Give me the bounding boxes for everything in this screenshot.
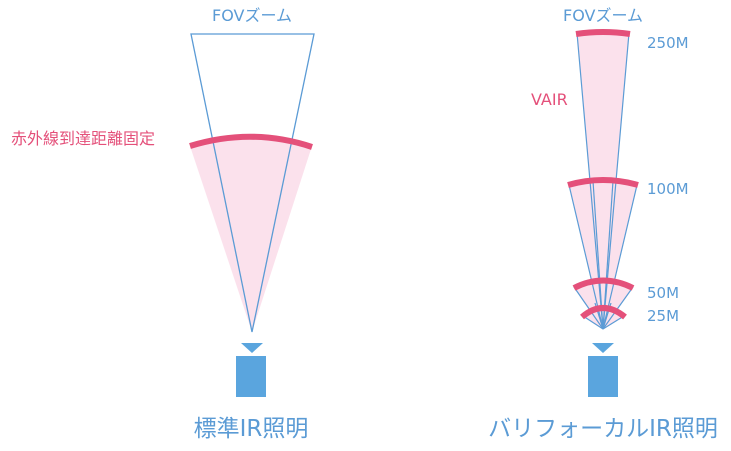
camera-lens-icon — [592, 343, 614, 353]
distance-label-50m: 50M — [647, 284, 679, 302]
standard-ir-caption: 標準IR照明 — [194, 416, 309, 442]
varifocal-fov-rays — [568, 32, 638, 330]
varifocal-ir-panel: FOVズーム VAIR 250M 100M 50M 25M バリフォーカルIR照… — [488, 6, 718, 442]
standard-ir-range-label: 赤外線到達距離固定 — [11, 129, 155, 148]
distance-label-250m: 250M — [647, 34, 689, 52]
camera-body-icon — [236, 356, 266, 397]
standard-ir-beam — [190, 138, 312, 332]
distance-label-100m: 100M — [647, 180, 689, 198]
varifocal-beam-100m — [569, 181, 637, 329]
varifocal-range-arcs — [567, 29, 639, 320]
standard-ir-panel: FOVズーム 赤外線到達距離固定 標準IR照明 — [11, 6, 315, 442]
standard-fov-outline — [190, 33, 315, 333]
camera-body-icon — [588, 356, 618, 397]
standard-fov-label: FOVズーム — [212, 6, 292, 25]
varifocal-ir-caption: バリフォーカルIR照明 — [488, 416, 718, 442]
arc-25m — [580, 305, 627, 320]
varifocal-fov-label: FOVズーム — [563, 6, 643, 25]
standard-ir-range-arc — [189, 133, 313, 150]
camera-lens-icon — [241, 343, 263, 353]
arc-250m — [575, 29, 631, 37]
distance-label-25m: 25M — [647, 307, 679, 325]
arc-100m — [567, 177, 639, 188]
arc-50m — [572, 277, 635, 291]
vair-label: VAIR — [531, 90, 568, 109]
